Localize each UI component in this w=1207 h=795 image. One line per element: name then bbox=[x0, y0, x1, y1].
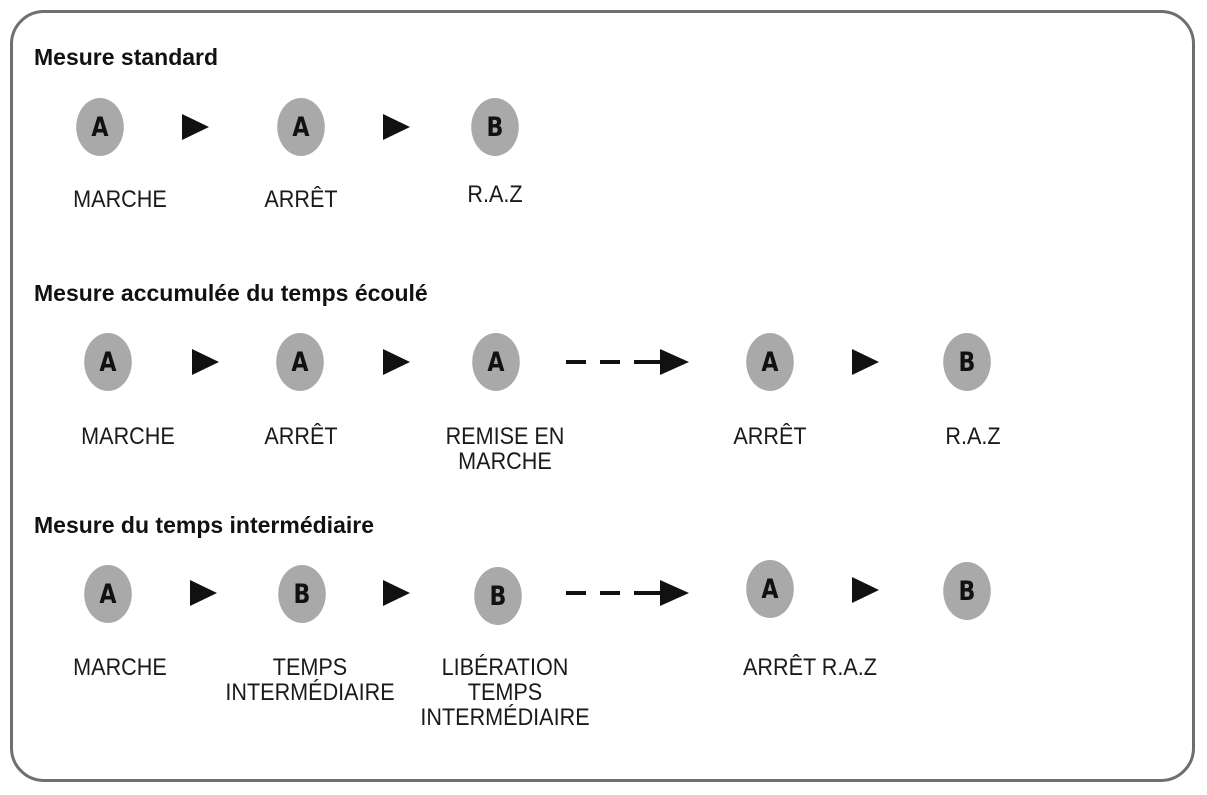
button-b-icon: B bbox=[943, 333, 991, 391]
arrow-right-icon bbox=[383, 114, 410, 140]
diagram-frame bbox=[10, 10, 1195, 782]
button-b-icon: B bbox=[474, 567, 522, 625]
step-label: MARCHE bbox=[73, 654, 167, 681]
step-label: R.A.Z bbox=[945, 423, 1001, 450]
arrow-right-icon bbox=[182, 114, 209, 140]
arrow-right-icon bbox=[190, 580, 217, 606]
step-label: MARCHE bbox=[81, 423, 175, 450]
arrow-right-icon bbox=[852, 577, 879, 603]
step-label: ARRÊT R.A.Z bbox=[742, 654, 878, 681]
section-title-intermediate: Mesure du temps intermédiaire bbox=[34, 512, 374, 538]
step-label: ARRÊT bbox=[733, 423, 807, 450]
arrow-right-icon bbox=[192, 349, 219, 375]
step-label: R.A.Z bbox=[467, 181, 523, 208]
arrow-right-icon bbox=[383, 580, 410, 606]
arrow-right-icon bbox=[852, 349, 879, 375]
section-title-accumulated: Mesure accumulée du temps écoulé bbox=[34, 280, 428, 306]
button-b-icon: B bbox=[471, 98, 519, 156]
button-a-icon: A bbox=[746, 560, 794, 618]
button-a-icon: A bbox=[746, 333, 794, 391]
button-a-icon: A bbox=[76, 98, 124, 156]
dashed-arrow-icon bbox=[566, 349, 689, 375]
button-a-icon: A bbox=[84, 333, 132, 391]
button-a-icon: A bbox=[84, 565, 132, 623]
arrow-right-icon bbox=[383, 349, 410, 375]
step-label: ARRÊT bbox=[264, 423, 338, 450]
button-a-icon: A bbox=[277, 98, 325, 156]
section-title-standard: Mesure standard bbox=[34, 44, 219, 70]
step-label: ARRÊT bbox=[264, 186, 338, 213]
button-b-icon: B bbox=[278, 565, 326, 623]
button-b-icon: B bbox=[943, 562, 991, 620]
step-label: MARCHE bbox=[73, 186, 167, 213]
button-a-icon: A bbox=[472, 333, 520, 391]
button-a-icon: A bbox=[276, 333, 324, 391]
dashed-arrow-icon bbox=[566, 580, 689, 606]
